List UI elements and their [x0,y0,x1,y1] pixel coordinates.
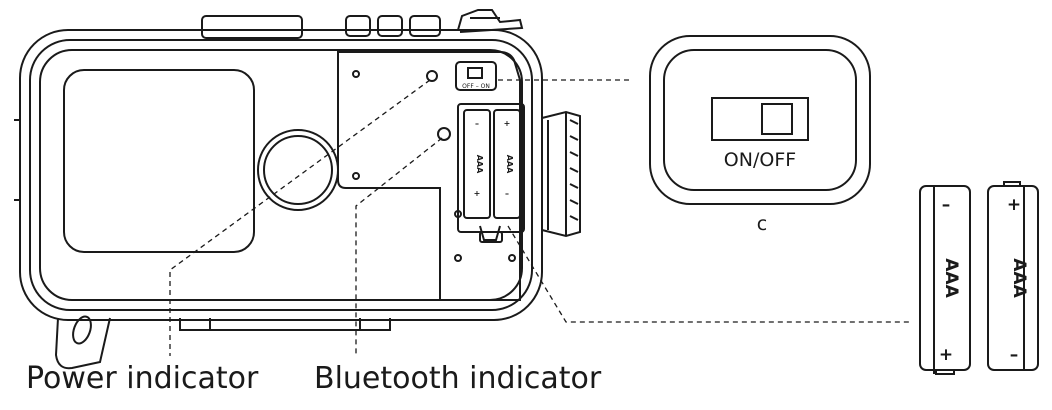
loose-battery-left-label: AAA [941,258,961,298]
compartment-battery-right [493,109,521,219]
device-switch-label: OFF – ON [462,83,490,90]
onoff-label: ON/OFF [724,149,796,171]
loose-battery-right-label: AAA [1009,258,1029,298]
compartment-battery-left-top-sign: – [475,119,479,128]
top-buttons [201,15,441,39]
loose-battery-right-bottom-sign: – [1010,345,1019,365]
onoff-switch-slider[interactable] [761,103,793,135]
plate-screws [352,70,516,262]
power-leader-line [169,79,431,356]
compartment-battery-left [463,109,491,219]
compartment-battery-left-bottom-sign: + [474,189,481,198]
battery-leader-line [507,225,912,323]
display-window [63,69,255,253]
device-switch[interactable] [455,61,497,91]
top-latch [457,9,524,33]
battery-compartment [457,103,525,243]
round-dial [257,129,339,211]
switch-callout [649,35,871,205]
compartment-battery-right-top-sign: + [504,119,511,128]
power-led-icon [426,70,438,82]
callout-letter: c [757,213,767,235]
compartment-battery-right-label: AAA [505,155,514,174]
device-housing [14,29,543,321]
compartment-battery-left-label: AAA [475,155,484,174]
bottom-bracket [179,318,391,331]
bluetooth-leader-line [355,137,443,356]
loose-battery-right-top-sign: + [1007,195,1021,215]
power-indicator-label: Power indicator [26,361,259,396]
loose-battery-right [987,181,1039,371]
lanyard-loop [54,315,111,370]
onoff-switch-body [711,97,809,141]
bluetooth-indicator-label: Bluetooth indicator [314,361,602,396]
side-knob [541,110,581,238]
bluetooth-led-icon [437,127,451,141]
loose-battery-left-top-sign: – [942,195,951,215]
compartment-battery-right-bottom-sign: – [505,189,509,198]
loose-battery-left [919,185,971,375]
inner-plate [337,51,521,301]
loose-battery-left-bottom-sign: + [939,345,953,365]
